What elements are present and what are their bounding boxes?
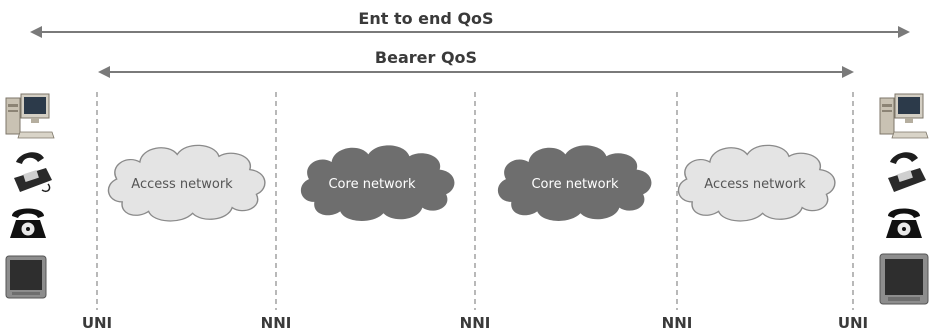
access-network-label-right: Access network [704,177,806,192]
interface-label-uni-right: UNI [838,314,868,332]
interface-label-nni-2: NNI [460,314,491,332]
interface-label-uni-left: UNI [82,314,112,332]
television-icon [5,255,47,299]
interface-dividers [96,92,854,310]
end-to-end-qos-label: Ent to end QoS [358,9,493,28]
interface-labels: UNI NNI NNI NNI UNI [82,314,868,332]
desktop-computer-icon [879,93,929,139]
rotary-phone-icon [886,208,922,238]
television-icon [879,253,929,305]
desktop-computer-icon [5,93,55,139]
interface-label-nni-1: NNI [261,314,292,332]
right-devices [879,93,929,305]
bearer-qos-span: Bearer QoS [98,48,854,78]
end-to-end-qos-span: Ent to end QoS [30,9,910,38]
core-network-label-1: Core network [328,177,415,192]
telephone-icon [888,152,926,192]
bearer-qos-label: Bearer QoS [375,48,477,67]
telephone-icon [14,152,52,193]
rotary-phone-icon [10,208,46,238]
interface-label-nni-3: NNI [662,314,693,332]
access-network-label-left: Access network [131,177,233,192]
left-devices [5,93,55,299]
core-network-label-2: Core network [531,177,618,192]
